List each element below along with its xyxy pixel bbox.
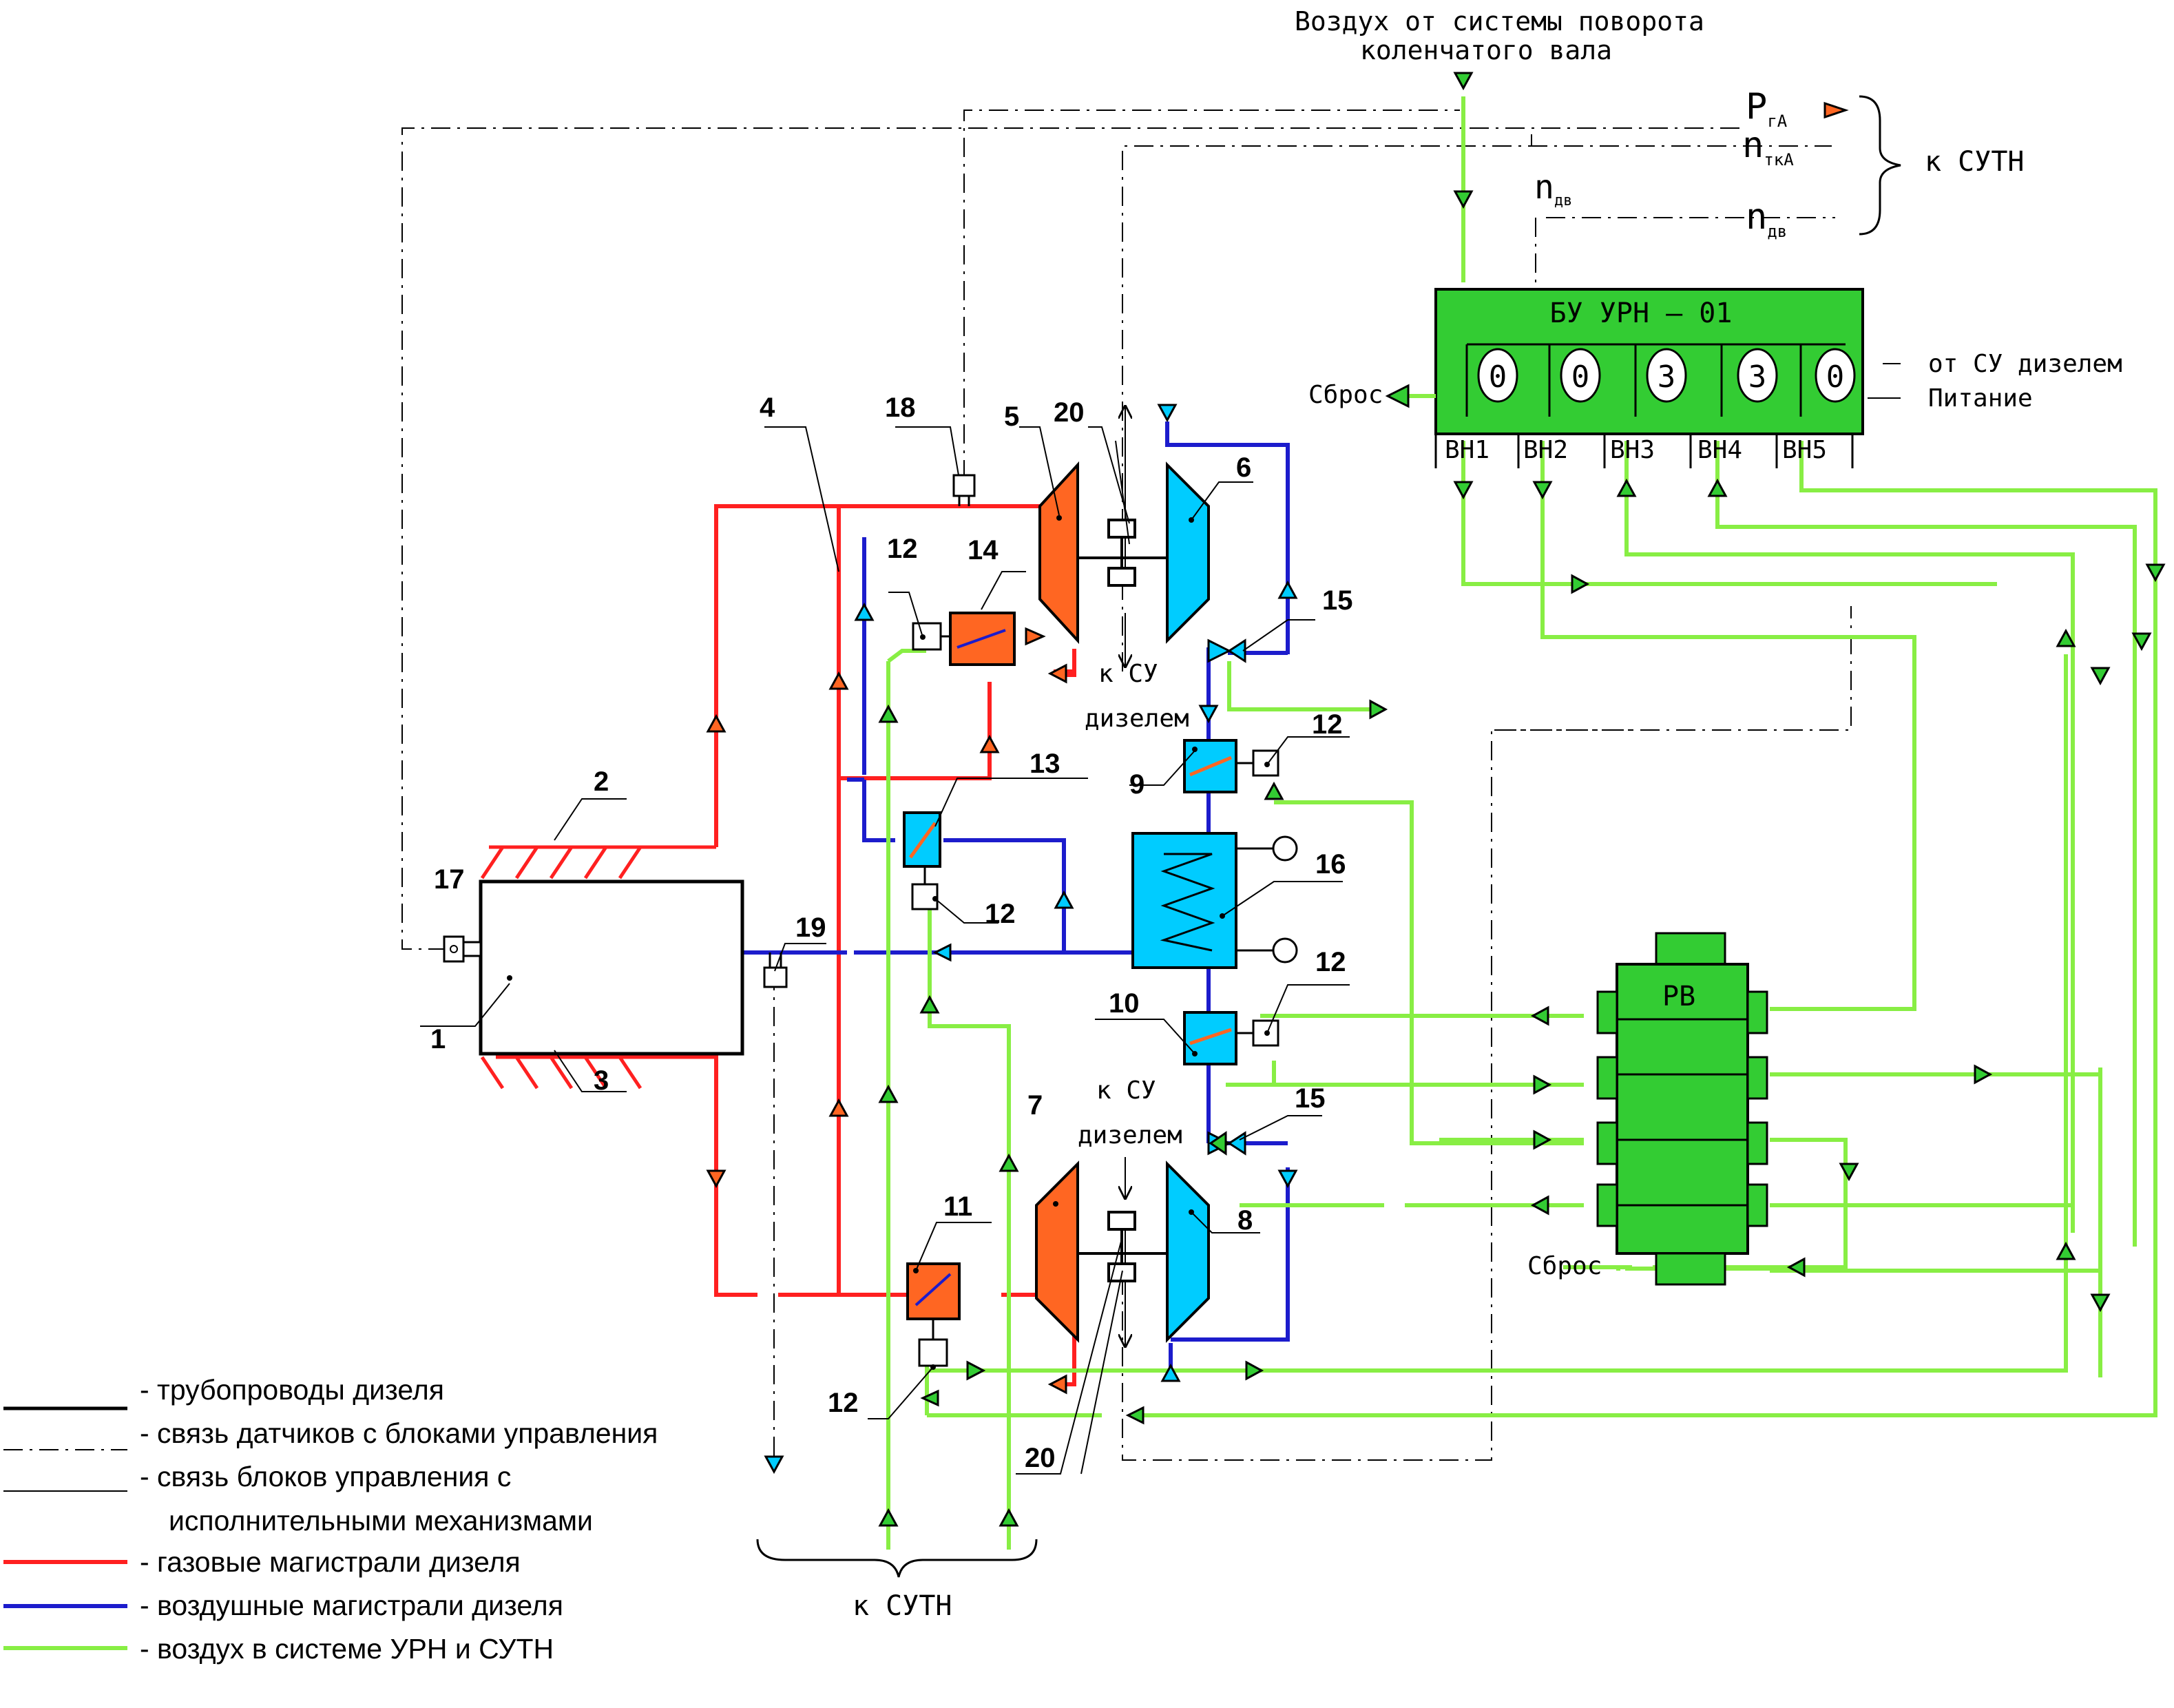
label-16: 16 xyxy=(1315,849,1346,879)
input-power-label: Питание xyxy=(1928,384,2033,413)
output-vn2: ВН2 xyxy=(1523,436,1568,464)
signal-n-db-top: nдв xyxy=(1534,168,1572,209)
sensor-18 xyxy=(952,474,976,506)
label-15-b: 15 xyxy=(1295,1083,1326,1114)
control-links xyxy=(1125,363,1901,1346)
display-digit-2: 0 xyxy=(1571,360,1590,395)
control-unit-bu-urn-01: БУ УРН – 01 0 0 3 3 0 ВН xyxy=(1308,288,2122,468)
valve-14 xyxy=(912,612,1016,666)
svg-text:- трубопроводы дизеля: - трубопроводы дизеля xyxy=(140,1374,444,1406)
svg-text:- связь датчиков с блоками упр: - связь датчиков с блоками управления xyxy=(140,1417,658,1449)
brace-bottom xyxy=(756,1539,1038,1578)
legend-item-control-links: - связь блоков управления с исполнительн… xyxy=(3,1461,593,1537)
compressor-8 xyxy=(1166,1160,1210,1343)
distributor-label: РВ xyxy=(1662,981,1695,1012)
legend-item-pneumatic-lines: - воздух в системе УРН и СУТН xyxy=(3,1633,554,1665)
k-suth-bottom-label: к СУТН xyxy=(853,1590,952,1622)
label-17: 17 xyxy=(434,864,465,895)
output-vn5: ВН5 xyxy=(1782,436,1827,464)
distributor-reset-label: Сброс xyxy=(1527,1252,1602,1280)
check-valve-15-top xyxy=(1207,638,1246,663)
label-12-c: 12 xyxy=(1312,709,1343,740)
label-12-b: 12 xyxy=(985,899,1016,929)
shaft-top xyxy=(1078,519,1167,587)
label-3: 3 xyxy=(594,1065,609,1096)
output-vn3: ВН3 xyxy=(1610,436,1655,464)
svg-text:- газовые магистрали дизеля: - газовые магистрали дизеля xyxy=(140,1546,521,1578)
output-vn4: ВН4 xyxy=(1697,436,1742,464)
label-7: 7 xyxy=(1027,1090,1043,1121)
input-from-su-label: от СУ дизелем xyxy=(1928,350,2122,378)
label-8: 8 xyxy=(1237,1205,1253,1236)
control-unit-reset-label: Сброс xyxy=(1308,381,1383,409)
label-20-a: 20 xyxy=(1054,397,1085,428)
legend: - трубопроводы дизеля - связь датчиков с… xyxy=(3,1374,658,1665)
svg-text:исполнительными механизмами: исполнительными механизмами xyxy=(169,1505,593,1537)
brace-right xyxy=(1859,95,1901,236)
svg-text:- связь блоков управления с: - связь блоков управления с xyxy=(140,1461,511,1492)
turbine-7 xyxy=(1035,1160,1079,1343)
svg-text:- воздушные магистрали дизеля: - воздушные магистрали дизеля xyxy=(140,1590,563,1621)
sensor-17 xyxy=(443,935,482,963)
label-19: 19 xyxy=(795,913,826,943)
label-15-a: 15 xyxy=(1322,585,1353,616)
flow-arrows-pneumatic xyxy=(878,72,2166,1527)
display-digit-3: 3 xyxy=(1658,360,1676,395)
k-su-top-line-2: дизелем xyxy=(1085,705,1189,733)
k-su-top-line-1: к СУ xyxy=(1098,660,1158,688)
label-2: 2 xyxy=(594,767,609,797)
k-suth-right-label: к СУТН xyxy=(1925,146,2025,178)
label-5: 5 xyxy=(1004,402,1019,432)
display-digit-4: 3 xyxy=(1748,360,1767,395)
gas-lines xyxy=(714,504,1076,1386)
label-6: 6 xyxy=(1236,452,1251,483)
legend-item-pipelines: - трубопроводы дизеля xyxy=(3,1374,444,1410)
svg-text:- воздух в системе УРН и СУТН: - воздух в системе УРН и СУТН xyxy=(140,1633,554,1665)
legend-item-gas-lines: - газовые магистрали дизеля xyxy=(3,1546,521,1578)
label-9: 9 xyxy=(1129,769,1145,800)
legend-item-air-lines: - воздушные магистрали дизеля xyxy=(3,1590,563,1621)
top-label-line-1: Воздух от системы поворота xyxy=(1295,6,1704,37)
top-label-line-2: коленчатого вала xyxy=(1360,35,1612,65)
label-4: 4 xyxy=(760,393,775,423)
flow-arrows-gas xyxy=(706,101,1849,1395)
display-digit-5: 0 xyxy=(1826,360,1845,395)
control-unit-title: БУ УРН – 01 xyxy=(1550,298,1733,329)
signal-p-ga: PгА xyxy=(1746,86,1788,131)
label-1: 1 xyxy=(430,1024,446,1054)
legend-item-sensor-links: - связь датчиков с блоками управления xyxy=(3,1417,658,1450)
label-10: 10 xyxy=(1109,988,1140,1019)
label-12-e: 12 xyxy=(828,1388,859,1418)
valve-11 xyxy=(906,1262,961,1370)
signal-n-tka: nткА xyxy=(1742,125,1794,169)
turbine-5 xyxy=(1038,461,1079,645)
text-labels: Воздух от системы поворота коленчатого в… xyxy=(756,6,2025,1622)
valve-9 xyxy=(1183,739,1279,793)
leaders xyxy=(420,426,1350,1475)
valve-10 xyxy=(1183,1011,1279,1065)
intercooler-16 xyxy=(1131,832,1298,969)
output-vn1: ВН1 xyxy=(1445,436,1490,464)
label-20-b: 20 xyxy=(1025,1443,1056,1473)
k-su-bottom-line-1: к СУ xyxy=(1096,1076,1156,1105)
signal-n-db-right: nдв xyxy=(1746,196,1787,241)
compressor-6 xyxy=(1166,461,1210,644)
sensor-links xyxy=(401,110,1852,1464)
label-11: 11 xyxy=(943,1191,972,1222)
label-14: 14 xyxy=(968,535,999,565)
diesel-engine xyxy=(479,845,744,1295)
label-12-d: 12 xyxy=(1315,947,1346,977)
label-13: 13 xyxy=(1029,749,1060,779)
k-su-bottom-line-2: дизелем xyxy=(1078,1121,1182,1149)
valve-13 xyxy=(903,811,941,910)
component-numbers: 1 2 3 4 5 6 7 8 9 10 11 12 12 12 12 12 1… xyxy=(430,393,1353,1473)
label-12-a: 12 xyxy=(887,534,918,564)
display-digit-1: 0 xyxy=(1489,360,1507,395)
air-distributor-rv: РВ Сброс xyxy=(1527,932,1768,1286)
flow-arrows-air xyxy=(764,404,1298,1475)
label-18: 18 xyxy=(885,393,916,423)
